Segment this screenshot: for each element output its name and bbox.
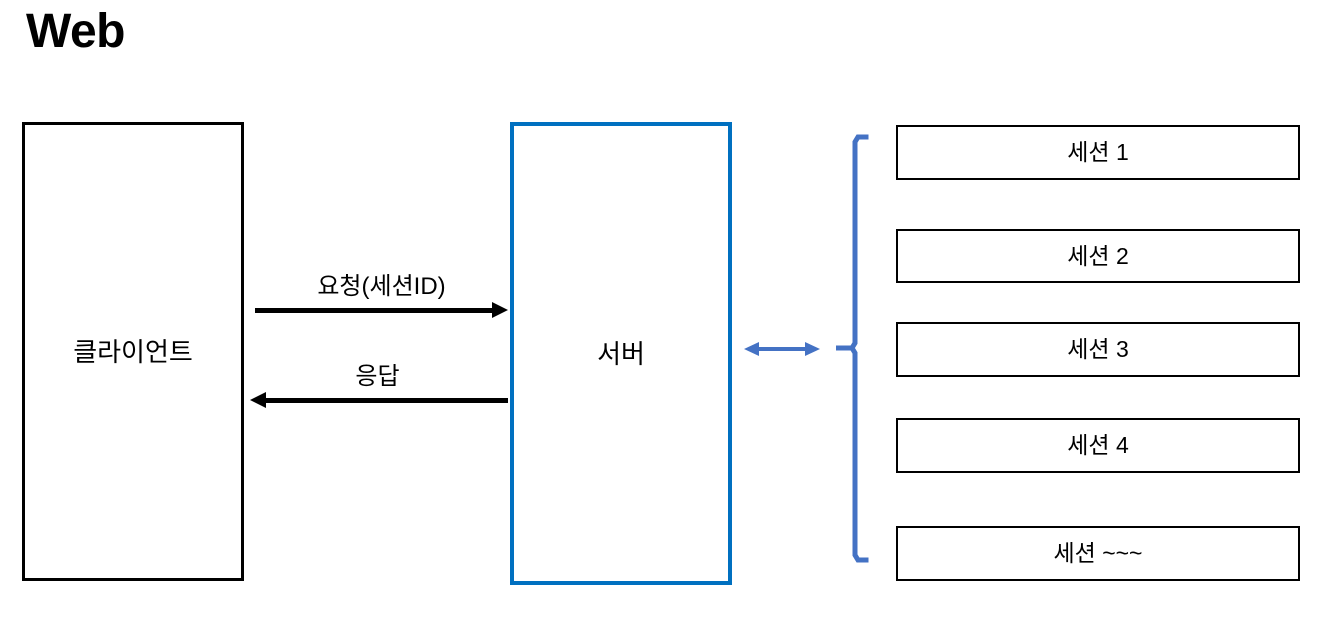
link-arrow-shaft <box>758 347 806 351</box>
session-box: 세션 1 <box>896 125 1300 180</box>
session-group-brace <box>818 134 874 566</box>
request-arrow-shaft <box>255 308 494 313</box>
response-arrow-shaft <box>265 398 508 403</box>
session-label: 세션 1 <box>1067 139 1129 165</box>
response-arrow-label: 응답 <box>355 363 400 390</box>
request-arrow-label: 요청(세션ID) <box>317 273 446 300</box>
client-box: 클라이언트 <box>22 122 244 581</box>
session-label: 세션 4 <box>1067 432 1129 458</box>
client-label: 클라이언트 <box>73 336 193 367</box>
curly-brace-icon <box>836 134 869 563</box>
request-arrow-head-icon <box>492 302 508 318</box>
server-box: 서버 <box>510 122 732 585</box>
session-label: 세션 2 <box>1067 242 1129 269</box>
page-title: Web <box>26 5 125 58</box>
arrow-left-head-icon <box>744 342 759 356</box>
response-arrow-head-icon <box>250 392 266 408</box>
server-label: 서버 <box>597 338 645 369</box>
session-box: 세션 3 <box>896 322 1300 377</box>
session-box: 세션 2 <box>896 229 1300 283</box>
session-label: 세션 ~~~ <box>1053 540 1143 566</box>
session-box: 세션 4 <box>896 418 1300 473</box>
arrow-right-head-icon <box>805 342 820 356</box>
session-box: 세션 ~~~ <box>896 526 1300 581</box>
session-label: 세션 3 <box>1067 336 1129 362</box>
